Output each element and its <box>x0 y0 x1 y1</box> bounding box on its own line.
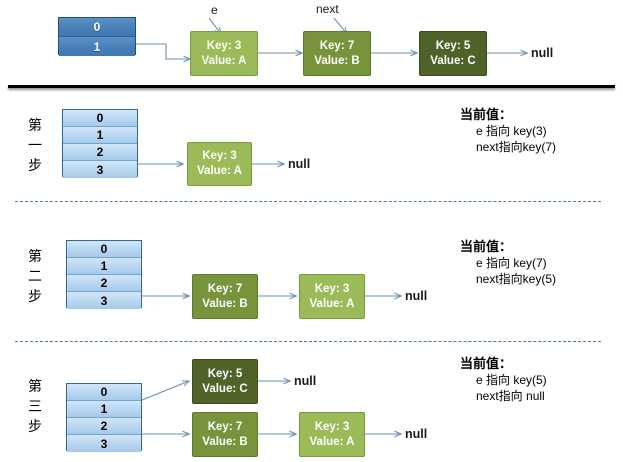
node-value: Value: B <box>202 435 248 448</box>
node-key: Key: 7 <box>319 39 355 52</box>
node-key: Key: 3 <box>206 39 242 52</box>
step2-null-terminator: null <box>405 289 428 303</box>
node-key-3[interactable]: Key: 3 Value: A <box>190 31 258 76</box>
step3-node-key-3[interactable]: Key: 3 Value: A <box>299 412 365 457</box>
bucket-row-1[interactable]: 1 <box>63 127 137 144</box>
null-terminator-top: null <box>531 46 554 60</box>
node-value: Value: A <box>197 165 242 177</box>
step-label-1: 第 一 步 <box>24 115 46 175</box>
step-label-2: 第 二 步 <box>24 246 46 306</box>
step2-bucket-table: 0 1 2 3 <box>66 240 142 309</box>
node-key: Key: 5 <box>207 367 243 380</box>
bucket-row-0[interactable]: 0 <box>67 384 141 401</box>
step2-node-key-7[interactable]: Key: 7 Value: B <box>192 274 258 319</box>
step-label-char: 第 <box>28 378 42 394</box>
node-value: Value: A <box>201 54 247 67</box>
node-key: Key: 3 <box>202 150 237 162</box>
node-value: Value: C <box>202 382 248 395</box>
node-value: Value: B <box>202 297 248 310</box>
note-line: next指向key(7) <box>476 140 557 154</box>
step-label-char: 步 <box>28 157 42 173</box>
node-key-5[interactable]: Key: 5 Value: C <box>419 31 487 76</box>
note-line: e 指向 key(7) <box>476 256 547 270</box>
next-pointer-label: next <box>316 2 339 16</box>
step1-bucket-table: 0 1 2 3 <box>62 109 138 178</box>
bucket-row-2[interactable]: 2 <box>67 418 141 435</box>
step3-node-key-5[interactable]: Key: 5 Value: C <box>192 359 258 404</box>
node-key: Key: 5 <box>435 39 471 52</box>
note-line: e 指向 key(3) <box>476 124 547 138</box>
step-label-char: 一 <box>28 137 42 153</box>
section-separator-solid <box>8 85 615 88</box>
bucket-row-3[interactable]: 3 <box>67 292 141 309</box>
bucket-row-2[interactable]: 2 <box>63 144 137 161</box>
node-value: Value: A <box>309 435 355 448</box>
node-key-7[interactable]: Key: 7 Value: B <box>303 31 371 76</box>
step3-bucket-table: 0 1 2 3 <box>66 383 142 452</box>
note-line: next指向 null <box>476 389 545 403</box>
step3-null-terminator-bottom: null <box>405 427 428 441</box>
step-label-3: 第 三 步 <box>24 376 46 436</box>
section-separator-dashed-1 <box>15 201 601 202</box>
e-pointer-label: e <box>211 3 218 17</box>
step-label-char: 步 <box>28 418 42 434</box>
step-label-char: 二 <box>28 268 42 284</box>
step-label-char: 步 <box>28 288 42 304</box>
step-label-char: 三 <box>28 398 42 414</box>
node-value: Value: A <box>309 297 355 310</box>
step3-node-key-7[interactable]: Key: 7 Value: B <box>192 412 258 457</box>
bucket-row-1[interactable]: 1 <box>59 37 135 56</box>
note-title: 当前值： <box>460 107 513 122</box>
node-value: Value: C <box>430 54 476 67</box>
bucket-row-3[interactable]: 3 <box>67 435 141 452</box>
section-separator-dashed-2 <box>15 341 601 342</box>
step1-node-key-3[interactable]: Key: 3 Value: A <box>187 142 252 186</box>
note-title: 当前值： <box>460 239 513 254</box>
bucket-row-1[interactable]: 1 <box>67 258 141 275</box>
note-line: e 指向 key(5) <box>476 373 547 387</box>
node-key: Key: 3 <box>314 420 350 433</box>
step1-null-terminator: null <box>288 157 311 171</box>
note-title: 当前值： <box>460 356 513 371</box>
bucket-row-0[interactable]: 0 <box>63 110 137 127</box>
node-key: Key: 3 <box>314 282 350 295</box>
node-value: Value: B <box>314 54 360 67</box>
step3-note: 当前值： e 指向 key(5) next指向 null <box>460 355 547 404</box>
bucket-row-2[interactable]: 2 <box>67 275 141 292</box>
bucket-row-0[interactable]: 0 <box>59 18 135 37</box>
step-label-char: 第 <box>28 248 42 264</box>
step3-null-terminator-top: null <box>294 374 317 388</box>
step2-node-key-3[interactable]: Key: 3 Value: A <box>299 274 365 319</box>
node-key: Key: 7 <box>207 282 243 295</box>
node-key: Key: 7 <box>207 420 243 433</box>
top-bucket-table: 0 1 <box>58 17 136 56</box>
bucket-row-0[interactable]: 0 <box>67 241 141 258</box>
step2-note: 当前值： e 指向 key(7) next指向key(5) <box>460 238 556 287</box>
bucket-row-3[interactable]: 3 <box>63 161 137 178</box>
step-label-char: 第 <box>28 117 42 133</box>
step1-note: 当前值： e 指向 key(3) next指向key(7) <box>460 106 556 155</box>
bucket-row-1[interactable]: 1 <box>67 401 141 418</box>
note-line: next指向key(5) <box>476 272 557 286</box>
